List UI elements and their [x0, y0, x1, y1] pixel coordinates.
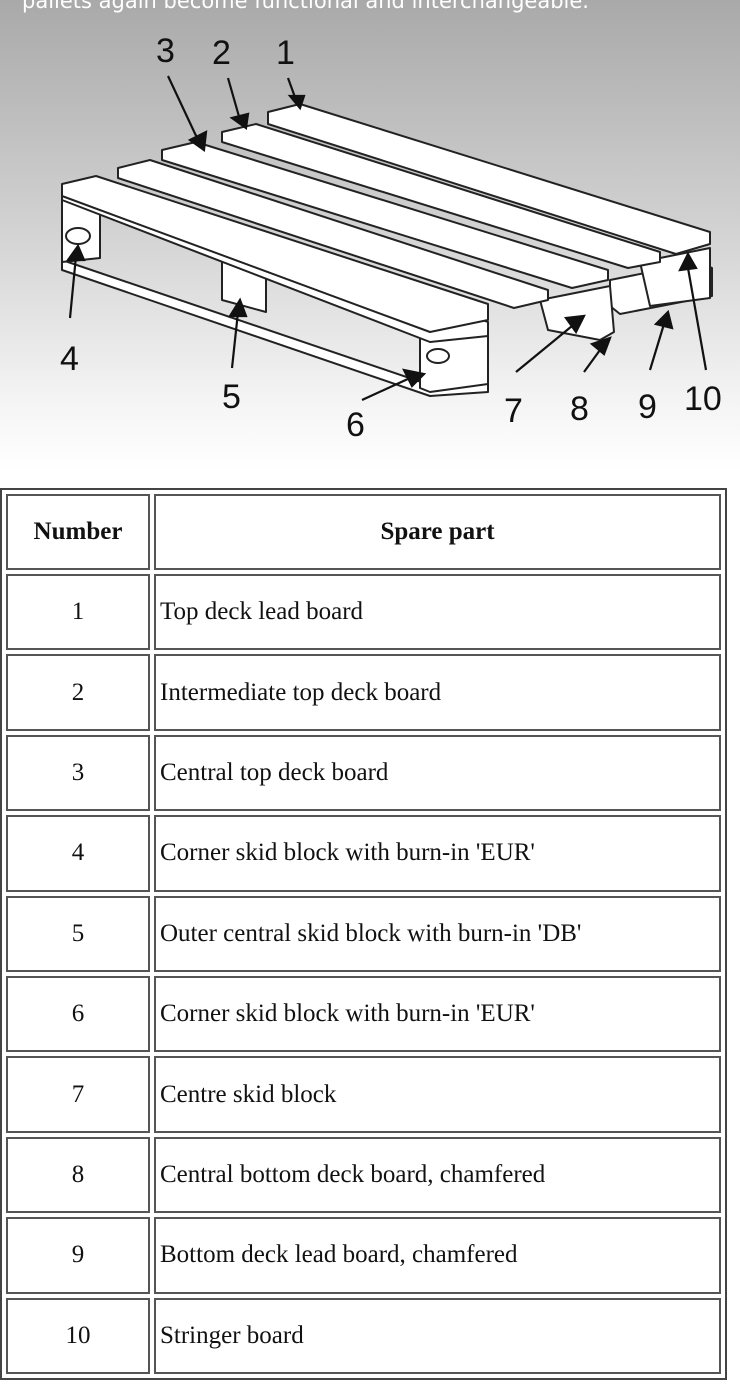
spare-parts-table-container: Number Spare part 1 Top deck lead board … — [0, 488, 727, 1380]
pallet-figure: pallets again become functional and inte… — [0, 0, 740, 470]
row-part: Central bottom deck board, chamfered — [154, 1136, 721, 1214]
callout-4: 4 — [60, 340, 79, 378]
callout-6: 6 — [346, 406, 365, 444]
row-number: 2 — [6, 654, 150, 731]
row-number: 8 — [6, 1136, 150, 1214]
table-row: 2 Intermediate top deck board — [6, 654, 721, 731]
row-number: 10 — [6, 1297, 150, 1374]
table-row: 10 Stringer board — [6, 1297, 721, 1374]
intro-text: pallets again become functional and inte… — [22, 0, 589, 13]
callout-7: 7 — [504, 392, 523, 430]
eur-burn-in-mark — [65, 227, 91, 245]
row-number: 4 — [6, 815, 150, 892]
table-row: 3 Central top deck board — [6, 734, 721, 812]
row-number: 7 — [6, 1056, 150, 1133]
header-number: Number — [6, 494, 150, 570]
table-row: 6 Corner skid block with burn-in 'EUR' — [6, 975, 721, 1053]
row-part: Top deck lead board — [154, 574, 721, 651]
callout-8: 8 — [570, 390, 589, 428]
top-deck-board-4 — [117, 159, 549, 309]
callout-3: 3 — [156, 32, 175, 70]
eur-burn-in-mark-2 — [426, 348, 450, 364]
table-header-row: Number Spare part — [6, 494, 721, 570]
row-part: Centre skid block — [154, 1056, 721, 1133]
callout-5: 5 — [222, 378, 241, 416]
row-number: 6 — [6, 975, 150, 1053]
table-row: 9 Bottom deck lead board, chamfered — [6, 1217, 721, 1294]
row-part: Outer central skid block with burn-in 'D… — [154, 895, 721, 972]
row-part: Central top deck board — [154, 734, 721, 812]
spare-parts-table: Number Spare part 1 Top deck lead board … — [2, 490, 725, 1378]
table-row: 4 Corner skid block with burn-in 'EUR' — [6, 815, 721, 892]
row-part: Corner skid block with burn-in 'EUR' — [154, 975, 721, 1053]
top-deck-board-5 — [61, 175, 489, 333]
row-part: Corner skid block with burn-in 'EUR' — [154, 815, 721, 892]
row-part: Stringer board — [154, 1297, 721, 1374]
row-part: Intermediate top deck board — [154, 654, 721, 731]
header-spare-part: Spare part — [154, 494, 721, 570]
table-row: 8 Central bottom deck board, chamfered — [6, 1136, 721, 1214]
callout-2: 2 — [212, 34, 231, 72]
intermediate-top-deck-board — [221, 123, 661, 269]
row-number: 1 — [6, 574, 150, 651]
row-number: 3 — [6, 734, 150, 812]
row-part: Bottom deck lead board, chamfered — [154, 1217, 721, 1294]
pallet-diagram: 1 2 3 4 5 6 7 8 9 10 — [60, 32, 722, 444]
callout-10: 10 — [684, 380, 722, 418]
table-row: 5 Outer central skid block with burn-in … — [6, 895, 721, 972]
callout-9: 9 — [638, 388, 657, 426]
centre-skid-block — [539, 285, 615, 341]
table-row: 1 Top deck lead board — [6, 574, 721, 651]
row-number: 9 — [6, 1217, 150, 1294]
callout-1: 1 — [276, 34, 295, 72]
row-number: 5 — [6, 895, 150, 972]
table-row: 7 Centre skid block — [6, 1056, 721, 1133]
